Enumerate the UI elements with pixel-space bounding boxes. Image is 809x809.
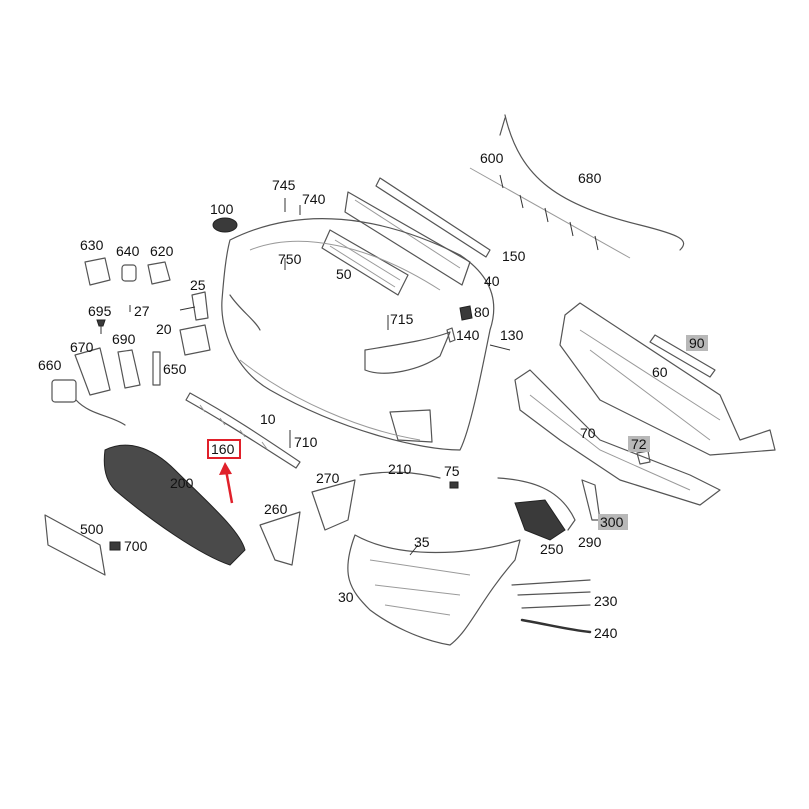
label-600: 600 bbox=[480, 150, 504, 166]
label-620: 620 bbox=[150, 243, 174, 259]
label-740: 740 bbox=[302, 191, 326, 207]
cap-80 bbox=[459, 305, 473, 321]
label-70: 70 bbox=[580, 425, 596, 441]
label-130: 130 bbox=[500, 327, 524, 343]
bracket-90 bbox=[649, 334, 716, 378]
clip-650 bbox=[152, 351, 161, 386]
label-260: 260 bbox=[264, 501, 288, 517]
bumper-cover-10 bbox=[221, 218, 495, 451]
sensor-620 bbox=[147, 261, 171, 285]
label-650: 650 bbox=[163, 361, 187, 377]
lower-grille-200 bbox=[103, 444, 246, 566]
label-160: 160 bbox=[211, 441, 235, 457]
highlight-box-160 bbox=[207, 439, 241, 459]
label-27: 27 bbox=[134, 303, 150, 319]
label-140: 140 bbox=[456, 327, 480, 343]
label-30: 30 bbox=[338, 589, 354, 605]
bracket-690 bbox=[117, 349, 141, 389]
label-640: 640 bbox=[116, 243, 140, 259]
grille-strip-150 bbox=[375, 177, 491, 258]
label-500: 500 bbox=[80, 521, 104, 537]
label-270: 270 bbox=[316, 470, 340, 486]
plate-holder-500 bbox=[44, 514, 106, 576]
trim-130 bbox=[489, 344, 511, 351]
label-90: 90 bbox=[689, 335, 705, 351]
label-680: 680 bbox=[578, 170, 602, 186]
label-35: 35 bbox=[414, 534, 430, 550]
bracket-270 bbox=[311, 479, 356, 531]
side-trim-250 bbox=[497, 477, 576, 541]
label-75: 75 bbox=[444, 463, 460, 479]
side-trim-290 bbox=[581, 479, 601, 521]
label-745: 745 bbox=[272, 177, 296, 193]
radar-sensor-660 bbox=[51, 379, 126, 426]
label-670: 670 bbox=[70, 339, 94, 355]
label-290: 290 bbox=[578, 534, 602, 550]
label-100: 100 bbox=[210, 201, 234, 217]
sensor-630 bbox=[84, 257, 111, 286]
bracket-260 bbox=[259, 511, 301, 566]
label-20: 20 bbox=[156, 321, 172, 337]
badge-90 bbox=[686, 335, 708, 351]
label-715: 715 bbox=[390, 311, 414, 327]
ring-640 bbox=[121, 264, 137, 282]
label-630: 630 bbox=[80, 237, 104, 253]
lower-bumper-30 bbox=[347, 534, 521, 646]
label-10: 10 bbox=[260, 411, 276, 427]
clip-700 bbox=[109, 541, 121, 551]
label-240: 240 bbox=[594, 625, 618, 641]
bracket-670 bbox=[74, 347, 111, 396]
label-250: 250 bbox=[540, 541, 564, 557]
label-80: 80 bbox=[474, 304, 490, 320]
highlight-arrow bbox=[224, 469, 234, 504]
label-230: 230 bbox=[594, 593, 618, 609]
label-40: 40 bbox=[484, 273, 500, 289]
label-695: 695 bbox=[88, 303, 112, 319]
trim-210 bbox=[359, 471, 441, 479]
label-60: 60 bbox=[652, 364, 668, 380]
label-660: 660 bbox=[38, 357, 62, 373]
label-150: 150 bbox=[502, 248, 526, 264]
label-210: 210 bbox=[388, 461, 412, 477]
impact-beam-60 bbox=[559, 302, 776, 456]
label-710: 710 bbox=[294, 434, 318, 450]
lower-support-70 bbox=[514, 369, 721, 506]
label-72: 72 bbox=[631, 436, 647, 452]
label-200: 200 bbox=[170, 475, 194, 491]
clip-75 bbox=[449, 481, 459, 489]
badge-300 bbox=[598, 514, 628, 530]
clip-140 bbox=[446, 327, 456, 343]
highlight-arrow-head bbox=[219, 462, 232, 475]
grille-bracket-40 bbox=[344, 191, 471, 286]
bracket-25 bbox=[191, 291, 209, 321]
chrome-strip-240 bbox=[520, 618, 592, 634]
bracket-20 bbox=[179, 324, 211, 356]
emblem-100 bbox=[212, 217, 238, 233]
label-750: 750 bbox=[278, 251, 302, 267]
trim-strip-160 bbox=[185, 392, 301, 469]
screw-695 bbox=[96, 319, 106, 334]
grille-insert-50 bbox=[321, 229, 409, 296]
label-300: 300 bbox=[600, 514, 624, 530]
badge-72 bbox=[628, 436, 650, 452]
label-25: 25 bbox=[190, 277, 206, 293]
wiring-harness-680 bbox=[469, 114, 685, 259]
screw-35 bbox=[409, 544, 419, 556]
label-50: 50 bbox=[336, 266, 352, 282]
label-700: 700 bbox=[124, 538, 148, 554]
chrome-strips-230 bbox=[511, 579, 591, 609]
label-690: 690 bbox=[112, 331, 136, 347]
